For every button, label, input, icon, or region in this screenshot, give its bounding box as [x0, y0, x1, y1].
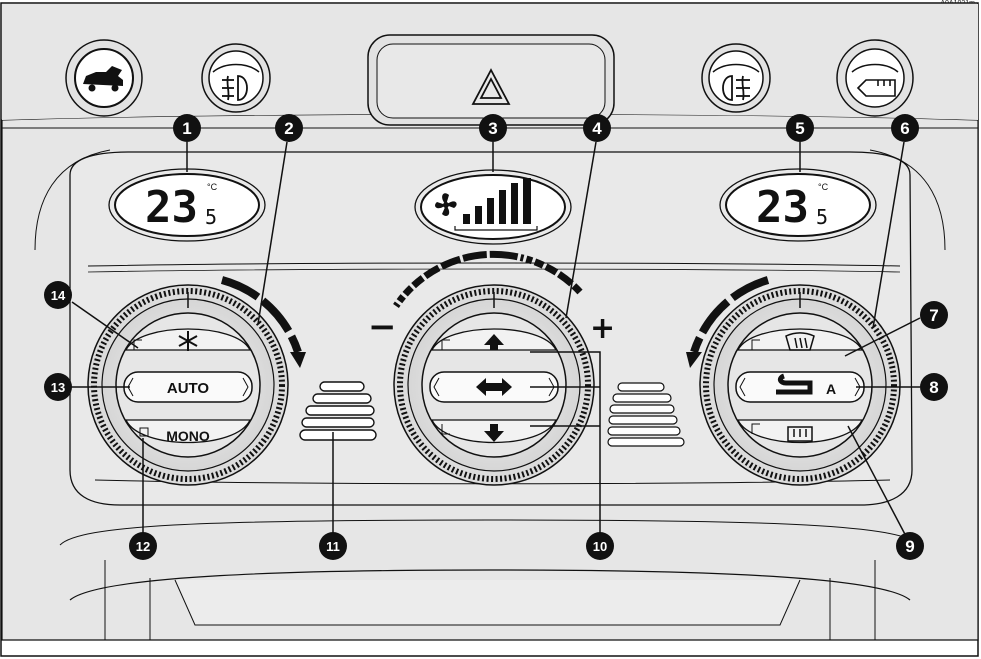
- callout-9: 9: [896, 532, 924, 560]
- callout-12: 12: [129, 532, 157, 560]
- arrow-down-icon: [484, 424, 504, 442]
- rear-window-defrost-icon: [787, 426, 813, 442]
- callout-8: 8: [920, 373, 948, 401]
- windscreen-defrost-icon: [785, 332, 815, 351]
- callout-5: 5: [786, 114, 814, 142]
- fan-speed-scale: [393, 250, 583, 308]
- svg-text:10: 10: [593, 539, 607, 554]
- windscreen-defrost-button[interactable]: [736, 328, 864, 351]
- snowflake-icon: [178, 331, 198, 351]
- leader-lines: [70, 141, 921, 541]
- recirculation-button[interactable]: A: [735, 371, 865, 403]
- hazard-icon: [471, 68, 511, 105]
- svg-text:13: 13: [51, 380, 65, 395]
- callout-2: 2: [275, 114, 303, 142]
- front-fog-light-icon: [222, 75, 248, 101]
- callout-14: 14: [44, 281, 72, 309]
- right-knob-rotation-arrow: [686, 276, 770, 368]
- right-temp-decimal: 5: [816, 205, 828, 229]
- right-temperature-display: 23 5 °C: [719, 168, 877, 242]
- svg-text:12: 12: [136, 539, 150, 554]
- left-temp-decimal: 5: [205, 205, 217, 229]
- right-temp-value: 23: [756, 182, 809, 233]
- recirc-auto-label: A: [826, 381, 836, 397]
- fan-level-bars: [463, 178, 531, 224]
- svg-text:4: 4: [592, 119, 602, 138]
- callout-6: 6: [891, 114, 919, 142]
- left-temperature-display: 23 5 °C: [108, 168, 266, 242]
- mono-label: MONO: [166, 428, 210, 444]
- airflow-center-button[interactable]: [429, 371, 559, 403]
- svg-text:3: 3: [488, 119, 497, 138]
- callout-3: 3: [479, 114, 507, 142]
- key-icon: [856, 79, 896, 97]
- callout-10: 10: [586, 532, 614, 560]
- airflow-down-button[interactable]: [430, 419, 558, 444]
- rear-fog-light-icon: [722, 75, 750, 101]
- auto-button[interactable]: AUTO: [123, 371, 253, 403]
- boot-release-button[interactable]: [65, 39, 143, 117]
- svg-text:8: 8: [929, 378, 938, 397]
- left-knob-rotation-arrow: [220, 276, 306, 368]
- mono-button[interactable]: MONO: [124, 419, 252, 444]
- arrow-left-right-icon: [476, 378, 512, 396]
- rear-window-defrost-button[interactable]: [736, 419, 864, 444]
- rear-fog-light-button[interactable]: [701, 43, 771, 113]
- front-fog-light-button[interactable]: [201, 43, 271, 113]
- svg-text:5: 5: [795, 119, 804, 138]
- right-temp-unit: °C: [818, 182, 829, 192]
- svg-text:1: 1: [182, 119, 191, 138]
- callout-13: 13: [44, 373, 72, 401]
- svg-text:14: 14: [51, 288, 66, 303]
- callout-1: 1: [173, 114, 201, 142]
- callout-7: 7: [920, 301, 948, 329]
- fan-icon: [435, 193, 457, 216]
- recirculation-icon: [776, 373, 813, 395]
- auto-label: AUTO: [167, 380, 210, 397]
- key-button[interactable]: [836, 39, 914, 117]
- hazard-button[interactable]: [367, 34, 615, 126]
- left-temp-unit: °C: [207, 182, 218, 192]
- fan-plus-sign: +: [590, 311, 615, 346]
- svg-text:7: 7: [929, 306, 938, 325]
- arrow-up-icon: [484, 334, 504, 350]
- svg-text:9: 9: [905, 537, 914, 556]
- callout-4: 4: [583, 114, 611, 142]
- airflow-up-button[interactable]: [430, 328, 558, 351]
- left-temp-value: 23: [145, 182, 198, 233]
- fan-speed-display: [414, 169, 572, 245]
- svg-text:2: 2: [284, 119, 293, 138]
- right-vent-grille: [607, 382, 685, 447]
- fan-minus-sign: −: [368, 307, 397, 347]
- svg-text:11: 11: [326, 539, 340, 554]
- ac-compressor-button[interactable]: [124, 328, 252, 351]
- left-vent-grille: [299, 381, 377, 441]
- callout-11: 11: [319, 532, 347, 560]
- svg-text:6: 6: [900, 119, 909, 138]
- boot-open-icon: [83, 66, 123, 92]
